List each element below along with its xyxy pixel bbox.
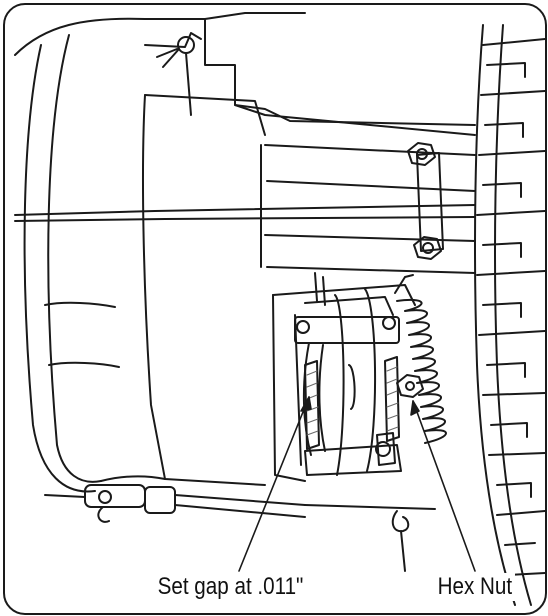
brake-assembly-illustration <box>14 12 545 606</box>
diagram-frame: Set gap at .011" Hex Nut <box>3 3 547 615</box>
hex-nut <box>396 374 424 398</box>
link-bar <box>407 142 444 260</box>
brake-pads <box>304 356 400 450</box>
callout-hex-nut: Hex Nut <box>435 573 515 601</box>
tire-tread <box>474 24 545 606</box>
leader-lines <box>238 396 476 572</box>
hex-bolt-lower <box>413 236 442 260</box>
bracket-bolts <box>296 316 396 466</box>
lower-clip <box>304 504 436 572</box>
hex-bolt-upper <box>407 142 436 166</box>
brake-disc <box>334 288 377 476</box>
wheel-hub <box>14 34 476 493</box>
callout-set-gap: Set gap at .011" <box>155 573 306 601</box>
upper-housing <box>14 12 476 136</box>
wire-rod <box>156 36 195 116</box>
lower-linkage <box>44 484 306 523</box>
coil-spring <box>394 274 447 444</box>
brake-bracket <box>272 272 416 482</box>
